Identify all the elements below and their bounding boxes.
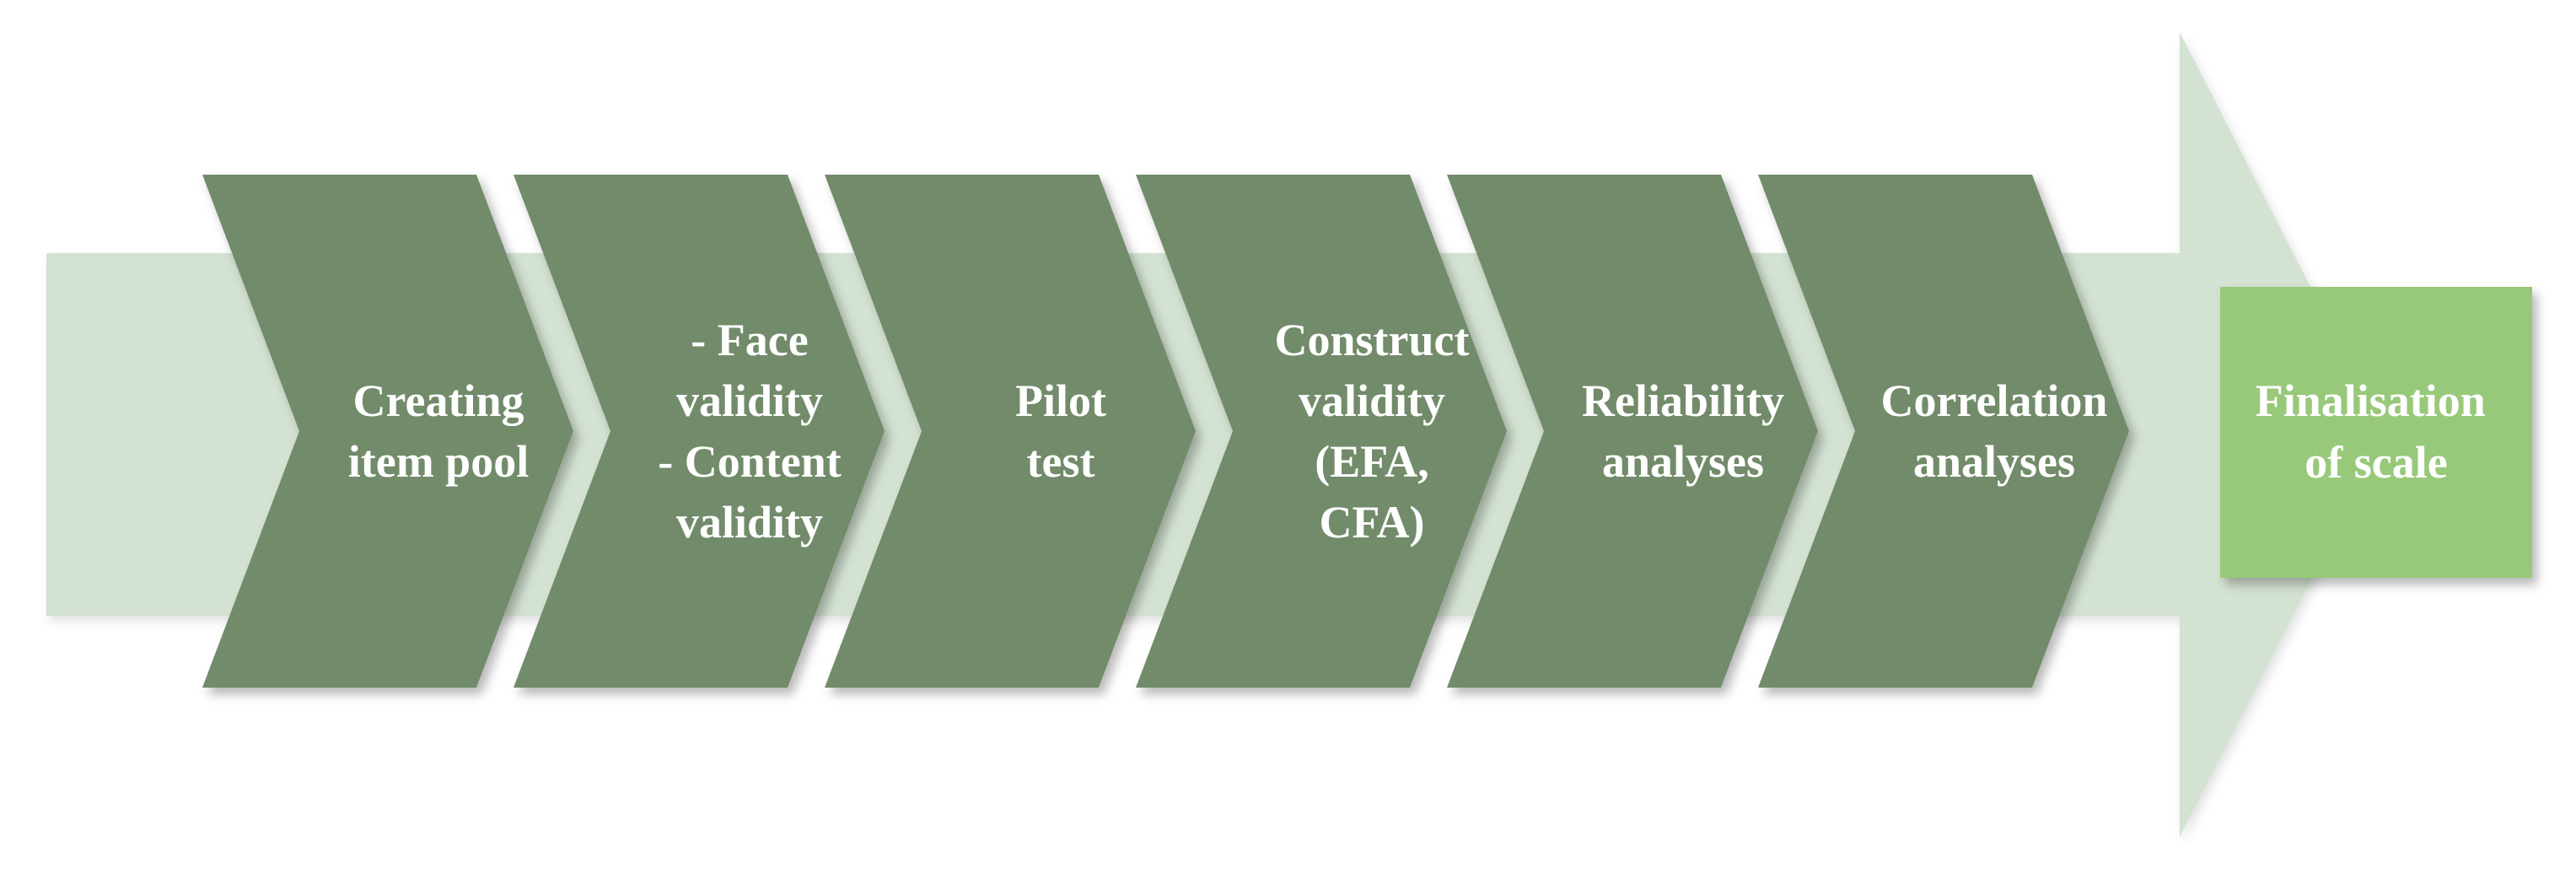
chevron-step-label: Construct validity (EFA, CFA): [1275, 315, 1470, 548]
final-step-label: Finalisation of scale: [2256, 375, 2498, 488]
chevron-step-line: analyses: [1913, 436, 2075, 487]
chevron-step-line: validity: [676, 375, 823, 426]
chevron-step-line: Correlation: [1881, 375, 2108, 426]
chevron-step-label: Creating item pool: [348, 375, 529, 487]
chevron-step-label: Pilot test: [1015, 375, 1106, 487]
final-step-box: [2220, 287, 2532, 578]
chevron-step-line: Pilot: [1015, 375, 1106, 426]
process-steps: Creating item pool - Face validity - Content…: [202, 175, 2129, 688]
chevron-step-label: - Face validity - Content validity: [658, 315, 841, 548]
chevron-step-2: [514, 175, 885, 688]
final-step-line: of scale: [2304, 437, 2447, 488]
chevron-step-label: Correlation analyses: [1881, 375, 2108, 487]
chevron-step-line: Reliability: [1582, 375, 1784, 426]
chevron-step-line: (EFA,: [1315, 436, 1428, 487]
chevron-step-label: Reliability analyses: [1582, 375, 1784, 487]
chevron-step-line: validity: [1299, 375, 1445, 426]
final-step: Finalisation of scale: [2220, 287, 2532, 578]
chevron-step-line: analyses: [1602, 436, 1764, 487]
chevron-step-4: [1136, 175, 1507, 688]
chevron-step-line: test: [1027, 436, 1095, 487]
chevron-step-line: Construct: [1275, 315, 1470, 365]
chevron-step-line: validity: [676, 497, 823, 548]
chevron-step-5: [1447, 175, 1818, 688]
chevron-step-line: item pool: [348, 436, 529, 487]
chevron-step-line: - Content: [658, 436, 841, 487]
chevron-step-1: [202, 175, 573, 688]
background-arrow: [46, 32, 2386, 837]
chevron-step-6: [1758, 175, 2129, 688]
chevron-step-line: CFA): [1320, 497, 1425, 548]
chevron-step-3: [825, 175, 1196, 688]
chevron-step-line: Creating: [353, 375, 524, 426]
chevron-step-line: - Face: [691, 315, 808, 365]
final-step-line: Finalisation: [2256, 375, 2486, 426]
